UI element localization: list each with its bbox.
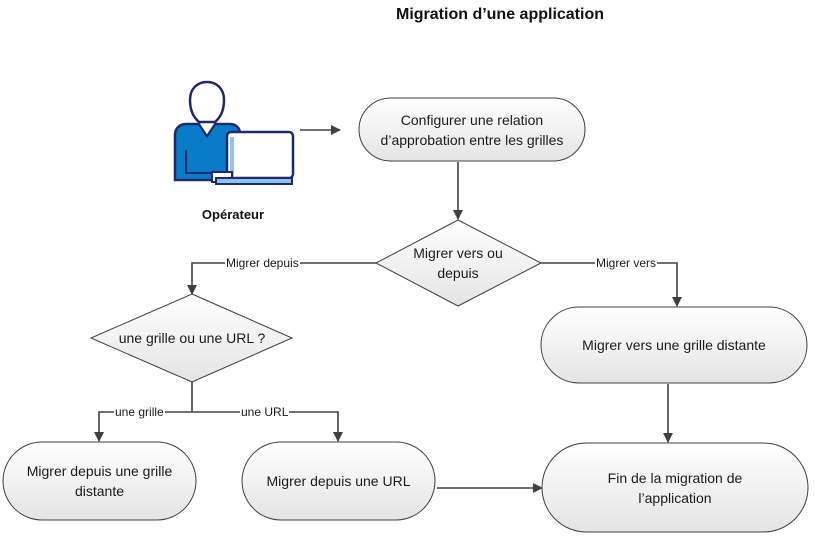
diagram-title: Migration d’une application: [396, 6, 604, 23]
operator-at-computer-icon: [173, 80, 295, 185]
edge-decision-from: [187, 262, 376, 295]
node-migrate-to-remote-shape: [540, 306, 808, 384]
node-decision-direction-shape: [374, 219, 543, 307]
node-configure-shape: [358, 97, 586, 162]
node-decision-source-shape: [89, 293, 294, 383]
node-migrate-from-url-shape: [241, 441, 436, 521]
edge-label-grid: une grille: [114, 405, 165, 419]
node-decision-direction: Migrer vers ou depuis: [413, 245, 503, 281]
node-migrate-from-grid: Migrer depuis une grille distante: [26, 463, 173, 499]
node-migrate-from-grid-shape: [2, 441, 197, 521]
node-migrate-from-url: Migrer depuis une URL: [266, 473, 411, 489]
node-end-shape: [541, 442, 809, 533]
edge-label-from: Migrer depuis: [225, 256, 300, 270]
node-migrate-to-remote: Migrer vers une grille distante: [582, 337, 766, 353]
edge-label-to: Migrer vers: [595, 256, 658, 270]
edge-decision-to: [541, 262, 682, 307]
actor-label: Opérateur: [201, 207, 265, 222]
node-decision-source: une grille ou une URL ?: [118, 330, 266, 346]
edge-label-url: une URL: [240, 405, 290, 419]
node-configure: Configurer une relation d’approbation en…: [380, 111, 564, 148]
node-end: Fin de la migration de l’application: [607, 469, 743, 506]
